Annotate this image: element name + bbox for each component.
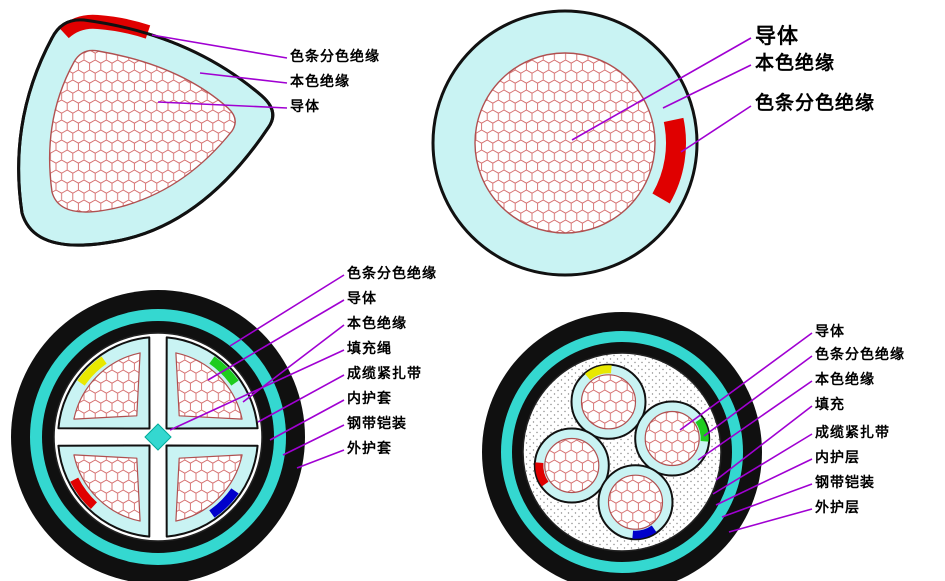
label-natural-insulation: 本色绝缘 <box>815 372 875 388</box>
label-color-strip-insulation: 色条分色绝缘 <box>290 49 380 65</box>
single-round-core-diagram <box>431 9 699 277</box>
label-conductor: 导体 <box>755 24 799 48</box>
label-conductor: 导体 <box>347 291 377 307</box>
core-conductor-top-left <box>73 352 141 420</box>
label-color-strip-insulation: 色条分色绝缘 <box>755 92 876 114</box>
strip-red <box>535 462 549 487</box>
four-core-sector-cable-diagram <box>11 290 305 581</box>
label-color-strip-insulation: 色条分色绝缘 <box>347 266 437 282</box>
round-conductor <box>474 52 656 234</box>
single-sector-core-diagram <box>17 14 275 247</box>
leader-line <box>269 399 345 441</box>
label-steel-tape-armor: 钢带铠装 <box>815 475 875 491</box>
label-conductor: 导体 <box>815 324 845 340</box>
leader-line <box>721 483 813 518</box>
leader-line <box>703 355 813 437</box>
leader-line <box>715 458 813 506</box>
label-binding-tape: 成缆紧扎带 <box>815 425 890 441</box>
label-steel-tape-armor: 钢带铠装 <box>347 416 407 432</box>
label-filler-rope: 填充绳 <box>347 341 392 357</box>
core-conductor-bottom-left <box>73 454 141 522</box>
label-natural-insulation: 本色绝缘 <box>347 316 407 332</box>
leader-line <box>662 64 752 109</box>
label-natural-insulation: 本色绝缘 <box>290 74 350 90</box>
strip-yellow <box>77 356 107 386</box>
leader-line <box>571 37 752 141</box>
leader-line <box>728 508 813 533</box>
strip-green <box>695 417 709 442</box>
round-color-strip-red <box>652 117 687 204</box>
leader-line <box>680 105 752 153</box>
strip-red <box>70 477 98 509</box>
label-conductor: 导体 <box>290 99 320 115</box>
leader-line <box>169 349 345 431</box>
core-conductor-top-right <box>175 352 243 420</box>
sector-outline <box>17 18 275 247</box>
four-core-round-cable-diagram <box>482 312 762 581</box>
leader-line <box>715 405 813 481</box>
leader-line <box>199 72 288 84</box>
center-filler-rope <box>144 423 172 451</box>
core-conductor-bottom-right <box>175 454 243 522</box>
leader-line <box>229 274 345 347</box>
leader-line <box>712 433 813 495</box>
label-inner-sheath-layer: 内护层 <box>815 450 860 466</box>
strip-yellow <box>585 365 612 381</box>
label-natural-insulation: 本色绝缘 <box>755 52 836 74</box>
core-conductor-right <box>644 410 700 467</box>
leader-line <box>697 380 813 461</box>
label-binding-tape: 成缆紧扎带 <box>347 366 422 382</box>
leader-line <box>157 101 288 109</box>
leader-line <box>257 374 345 423</box>
leader-line <box>207 299 345 381</box>
leader-line <box>282 424 345 456</box>
label-inner-sheath: 内护套 <box>347 391 392 407</box>
strip-blue <box>632 525 657 539</box>
label-outer-sheath: 外护套 <box>347 441 392 457</box>
label-color-strip-insulation: 色条分色绝缘 <box>815 347 905 363</box>
leader-line <box>296 449 345 469</box>
label-filling: 填充 <box>815 397 845 413</box>
label-outer-sheath-layer: 外护层 <box>815 500 860 516</box>
core-conductor-top <box>580 374 637 430</box>
leader-lines <box>151 34 813 533</box>
core-conductor-left <box>544 437 600 494</box>
leader-line <box>151 34 288 59</box>
strip-blue <box>209 488 239 518</box>
leader-line <box>679 332 813 431</box>
core-conductor-bottom <box>607 474 664 530</box>
